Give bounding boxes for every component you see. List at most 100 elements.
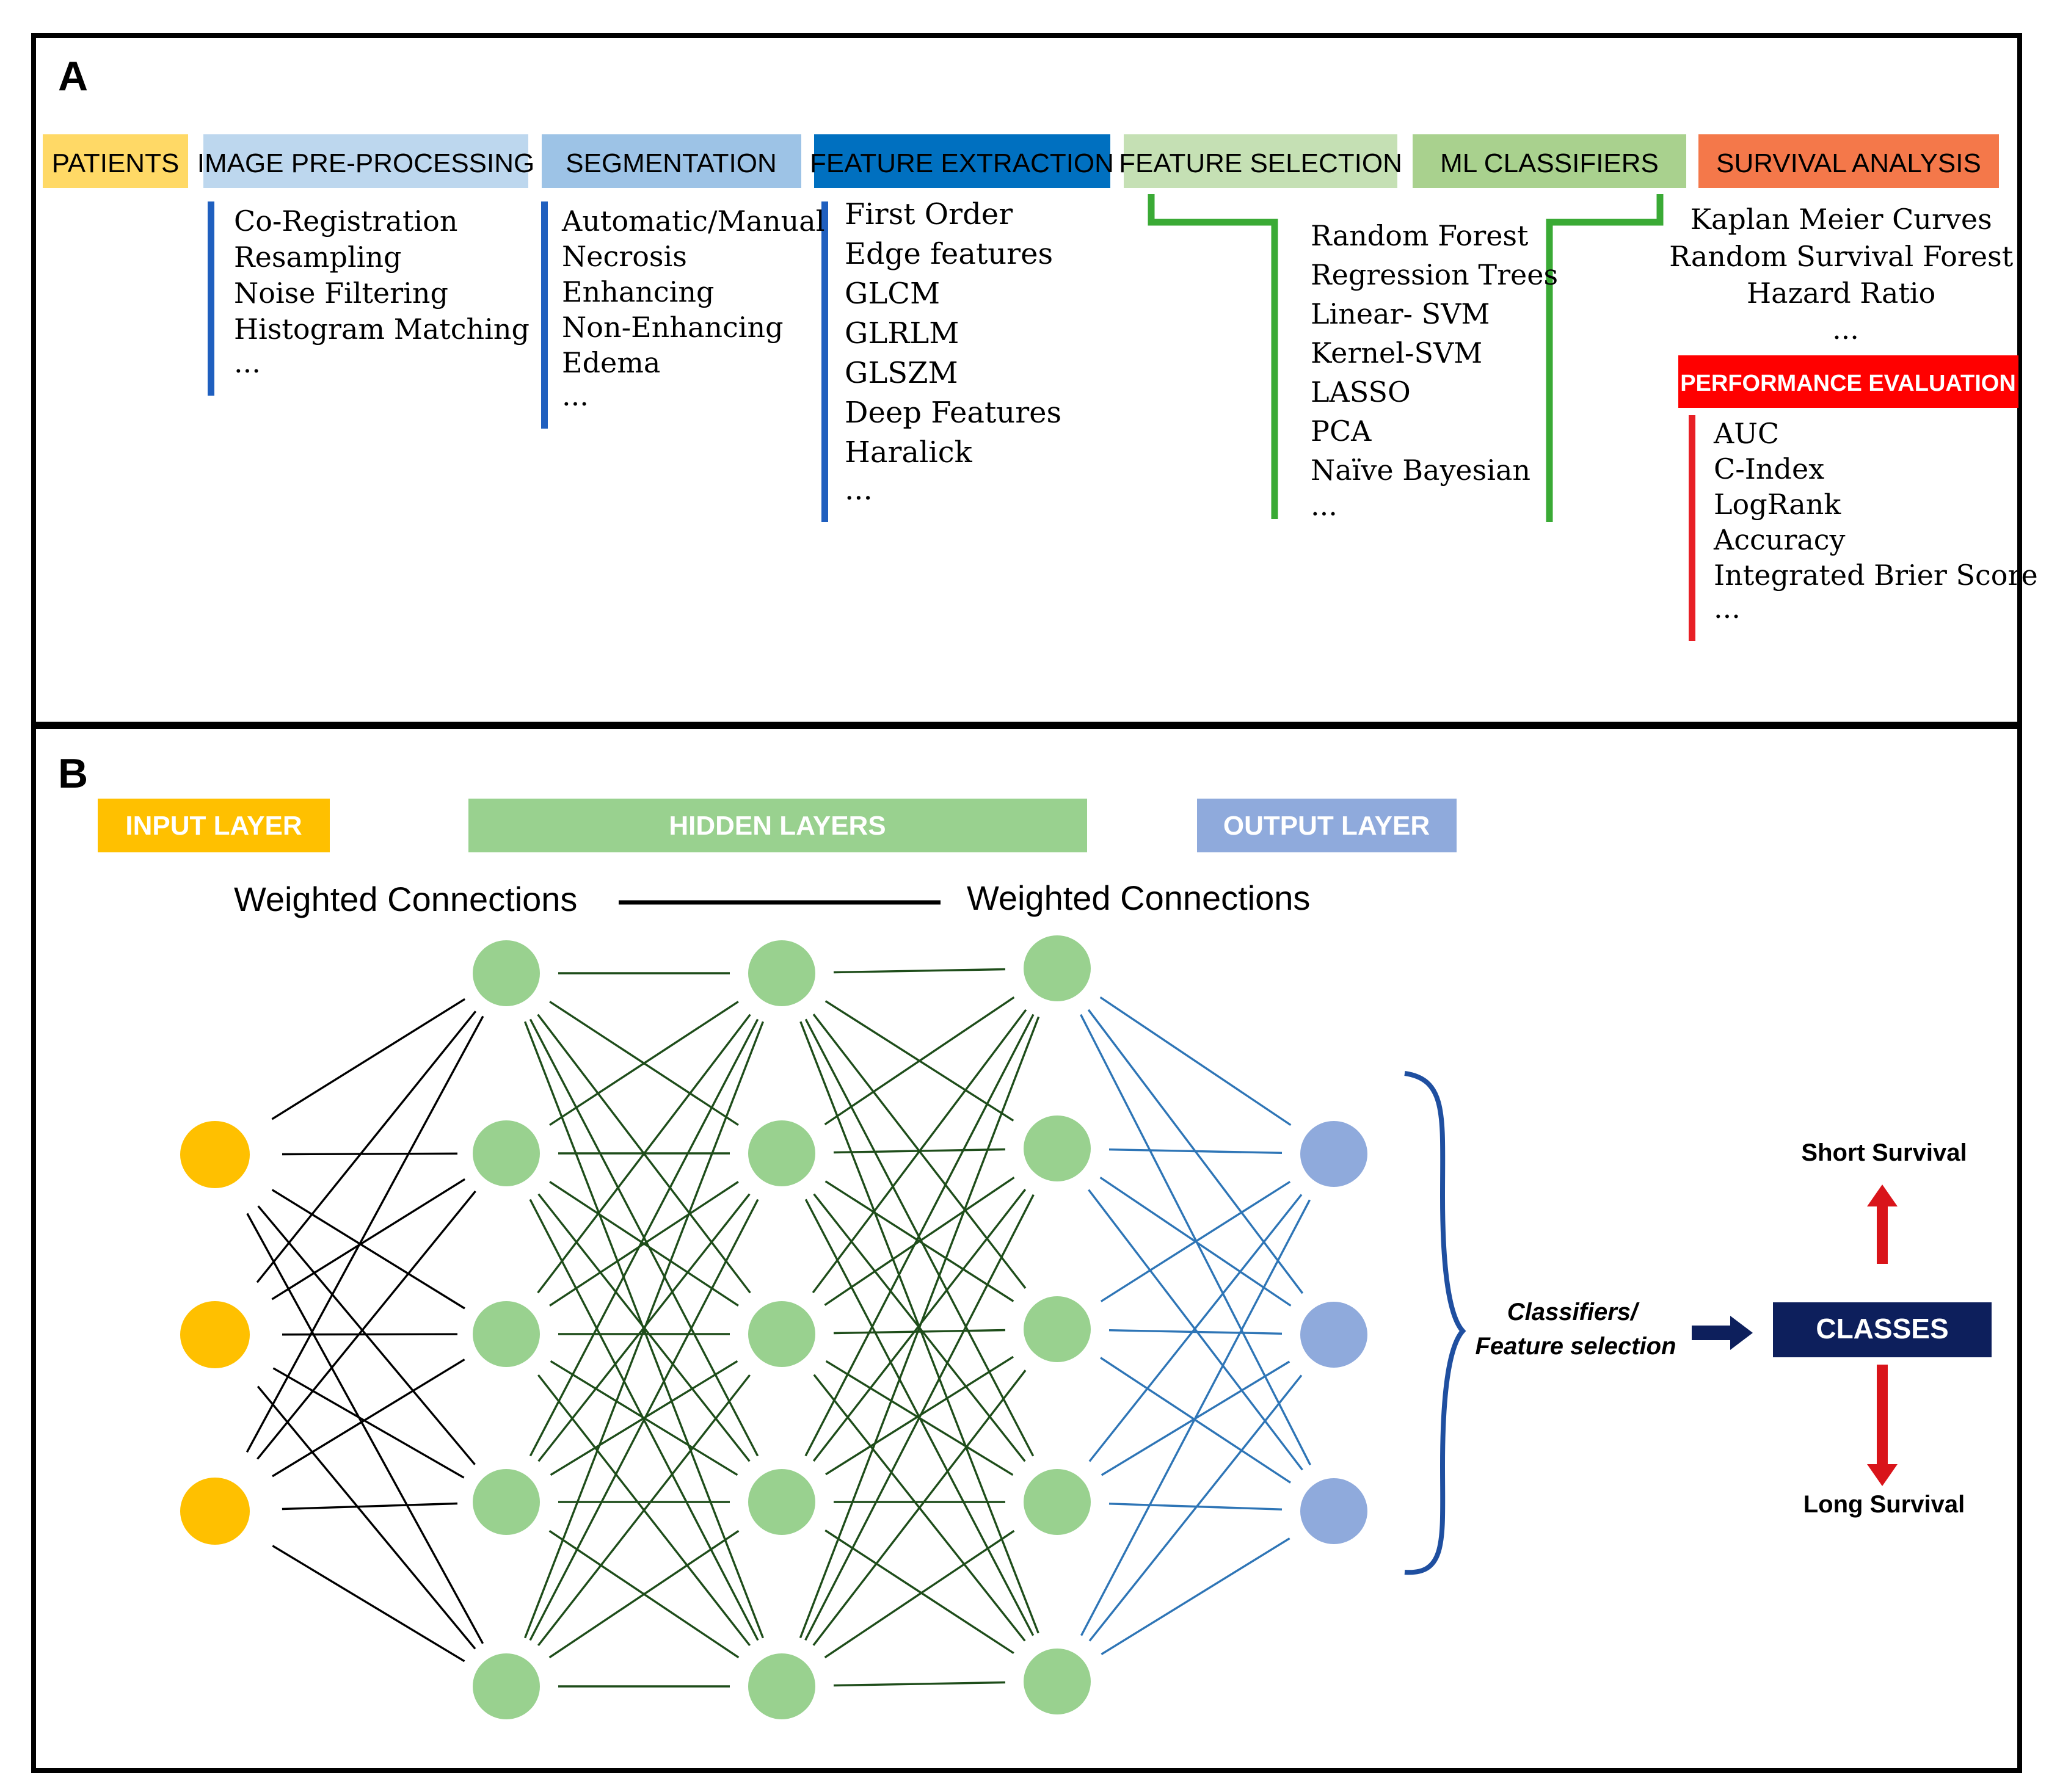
- preprocessing-item: Co-Registration: [234, 205, 457, 238]
- output-layer-box: [1197, 799, 1457, 852]
- hidden-node: [1024, 1115, 1091, 1181]
- hidden-layers-box: [468, 799, 1087, 852]
- stage-survival-label: SURVIVAL ANALYSIS: [1716, 148, 1981, 178]
- hidden-hidden-connection: [524, 1021, 764, 1639]
- weighted-connections-left: Weighted Connections: [234, 880, 577, 918]
- input-hidden-connection: [282, 1333, 458, 1336]
- hidden-output-connection: [1100, 1181, 1291, 1302]
- hidden-output-connection: [1101, 1537, 1290, 1655]
- extraction-list: First Order Edge features GLCM GLRLM GLS…: [845, 197, 1071, 507]
- input-hidden-connection: [272, 1367, 465, 1479]
- classifier-item: Kernel-SVM: [1311, 336, 1482, 369]
- network-nodes: [180, 935, 1367, 1719]
- input-node: [180, 1478, 250, 1545]
- pipeline-headers: PATIENTS IMAGE PRE-PROCESSING SEGMENTATI…: [43, 134, 1999, 188]
- long-survival-label: Long Survival: [1803, 1491, 1965, 1518]
- hidden-hidden-connection: [529, 1018, 759, 1457]
- performance-item: ...: [1714, 592, 1741, 625]
- hidden-hidden-connection: [537, 1014, 751, 1294]
- performance-list: AUC C-Index LogRank Accuracy Integrated …: [1713, 417, 2047, 625]
- preprocessing-item: Histogram Matching: [234, 313, 530, 346]
- extraction-item: Haralick: [845, 435, 973, 470]
- input-hidden-connection: [271, 998, 465, 1120]
- selection-bracket: [1148, 194, 1664, 522]
- input-node: [180, 1301, 250, 1368]
- segmentation-item: Non-Enhancing: [562, 311, 784, 344]
- performance-item: AUC: [1713, 417, 1779, 450]
- weighted-connections-right: Weighted Connections: [967, 879, 1310, 917]
- input-hidden-connection: [271, 1189, 465, 1310]
- hidden-hidden-connection: [804, 1018, 1035, 1457]
- output-node: [1300, 1302, 1367, 1368]
- segmentation-bar: [541, 201, 548, 429]
- classifier-item: Random Forest: [1311, 219, 1529, 252]
- classifier-list: Random Forest Regression Trees Linear- S…: [1311, 219, 1567, 522]
- output-node: [1300, 1121, 1367, 1187]
- hidden-output-connection: [1080, 1199, 1311, 1636]
- hidden-hidden-connection: [833, 1681, 1006, 1687]
- performance-item: Accuracy: [1713, 523, 1846, 556]
- output-node: [1300, 1478, 1367, 1544]
- hidden-hidden-connection: [824, 1177, 1015, 1306]
- hidden-hidden-connection: [812, 1009, 1027, 1294]
- classifier-item: LASSO: [1311, 375, 1411, 408]
- hidden-hidden-connection: [824, 1529, 1015, 1659]
- stage-survival-box: [1698, 134, 1999, 188]
- classifier-item: ...: [1311, 489, 1337, 522]
- survival-item: Kaplan Meier Curves: [1691, 203, 1992, 236]
- hidden-node: [748, 940, 815, 1006]
- short-survival-arrow: [1867, 1184, 1898, 1264]
- stage-segmentation-box: [542, 134, 801, 188]
- segmentation-list: Automatic/Manual Necrosis Enhancing Non-…: [561, 205, 834, 412]
- input-hidden-connection: [257, 1385, 476, 1650]
- survival-list: Kaplan Meier Curves Random Survival Fore…: [1669, 203, 2022, 346]
- performance-item: LogRank: [1714, 488, 1841, 521]
- extraction-item: Edge features: [845, 237, 1053, 271]
- hidden-hidden-connection: [549, 1001, 739, 1126]
- classes-label: CLASSES: [1816, 1313, 1948, 1344]
- panel-a-label: A: [58, 53, 88, 100]
- to-classes-arrow: [1692, 1316, 1753, 1350]
- input-hidden-connection: [272, 1359, 465, 1478]
- classifier-item: Regression Trees: [1311, 258, 1558, 291]
- input-hidden-connection: [271, 1178, 465, 1300]
- extraction-item: ...: [845, 473, 873, 507]
- hidden-hidden-connection: [548, 1529, 740, 1659]
- extraction-item: GLSZM: [845, 356, 958, 390]
- hidden-output-connection: [1088, 1189, 1303, 1471]
- long-survival-arrow: [1867, 1365, 1898, 1486]
- hidden-hidden-connection: [824, 996, 1015, 1126]
- segmentation-item: Necrosis: [562, 240, 687, 273]
- performance-item: C-Index: [1714, 452, 1824, 485]
- extraction-item: Deep Features: [845, 396, 1061, 430]
- input-layer-label: INPUT LAYER: [125, 811, 302, 841]
- preprocessing-item: Noise Filtering: [234, 277, 448, 310]
- hidden-hidden-connection: [537, 1374, 751, 1647]
- hidden-output-connection: [1108, 1148, 1283, 1154]
- performance-item: Integrated Brier Score: [1714, 559, 2038, 592]
- hidden-node: [1024, 1649, 1091, 1714]
- classifier-caption: Classifiers/ Feature selection: [1475, 1299, 1676, 1360]
- stage-segmentation-label: SEGMENTATION: [566, 148, 777, 178]
- hidden-node: [473, 1469, 540, 1535]
- input-hidden-connection: [246, 1213, 484, 1644]
- stage-preprocessing-label: IMAGE PRE-PROCESSING: [197, 148, 535, 178]
- hidden-hidden-connection: [804, 1194, 1035, 1641]
- hidden-node: [473, 940, 540, 1006]
- preprocessing-item: Resampling: [234, 241, 401, 274]
- performance-box: [1678, 355, 2018, 408]
- extraction-item: First Order: [845, 197, 1013, 231]
- stage-extraction-label: FEATURE EXTRACTION: [810, 148, 1114, 178]
- segmentation-item: Edema: [562, 346, 660, 379]
- hidden-hidden-connection: [804, 1014, 1035, 1457]
- output-layer-label: OUTPUT LAYER: [1223, 811, 1430, 841]
- survival-item: Hazard Ratio: [1747, 277, 1935, 310]
- output-brace: [1404, 1071, 1466, 1575]
- classes-box: [1773, 1302, 1992, 1357]
- hidden-layers-label: HIDDEN LAYERS: [669, 811, 886, 841]
- classifier-item: PCA: [1311, 415, 1372, 448]
- hidden-node: [1024, 1469, 1091, 1535]
- stage-selection-label: FEATURE SELECTION: [1119, 148, 1402, 178]
- input-hidden-connection: [282, 1502, 458, 1511]
